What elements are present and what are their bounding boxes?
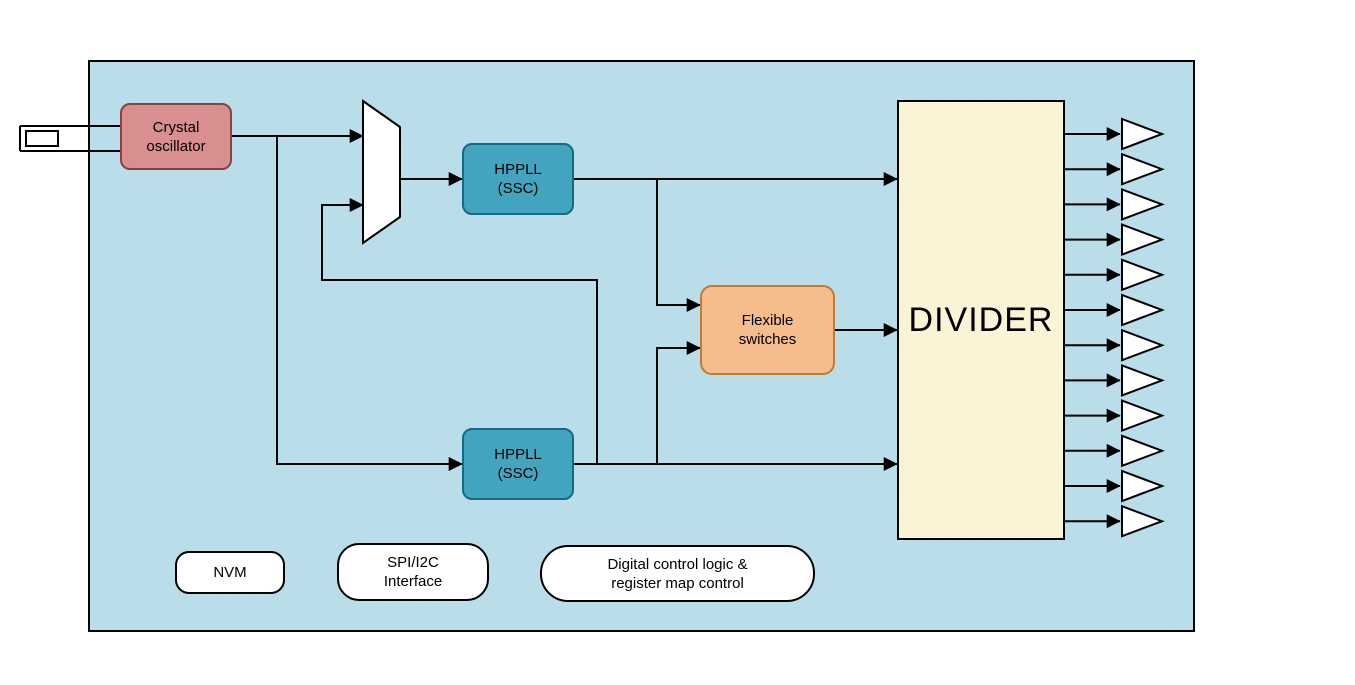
wire-hppll-bottom-to-switches bbox=[656, 341, 701, 464]
output-buffer-icon bbox=[1121, 328, 1165, 362]
nvm-label: NVM bbox=[213, 564, 247, 581]
hppll-bottom-label: (SSC) bbox=[497, 465, 539, 482]
crystal-oscillator-block: Crystal oscillator bbox=[120, 103, 232, 170]
spi-i2c-interface-block: SPI/I2C Interface bbox=[337, 543, 489, 601]
spi-i2c-label: Interface bbox=[383, 573, 443, 590]
mux-shape bbox=[362, 99, 401, 245]
output-buffer-icon bbox=[1121, 399, 1165, 433]
crystal-symbol bbox=[19, 125, 120, 152]
digital-control-block: Digital control logic & register map con… bbox=[540, 545, 815, 602]
nvm-block: NVM bbox=[175, 551, 285, 594]
output-buffer-icon bbox=[1121, 363, 1165, 397]
hppll-bottom-block: HPPLL (SSC) bbox=[462, 428, 574, 500]
output-buffer-icon bbox=[1121, 469, 1165, 503]
wire-feedback-to-mux bbox=[321, 198, 598, 464]
output-buffers bbox=[1065, 117, 1165, 538]
hppll-bottom-label: HPPLL bbox=[494, 446, 542, 463]
output-buffer-icon bbox=[1121, 117, 1165, 151]
output-buffer-icon bbox=[1121, 434, 1165, 468]
output-buffer-icon bbox=[1121, 504, 1165, 538]
digital-control-label: Digital control logic & bbox=[607, 555, 748, 573]
spi-i2c-label: SPI/I2C bbox=[387, 554, 439, 571]
output-buffer-icon bbox=[1121, 187, 1165, 221]
crystal-oscillator-label: oscillator bbox=[146, 137, 206, 155]
hppll-top-label: HPPLL bbox=[494, 161, 542, 178]
output-buffer-icon bbox=[1121, 293, 1165, 327]
wire-oscillator-to-hppll-bottom bbox=[276, 136, 463, 471]
hppll-top-label: (SSC) bbox=[497, 180, 539, 197]
output-buffer-icon bbox=[1121, 152, 1165, 186]
wire-hppll-top-to-switches bbox=[656, 179, 701, 312]
output-buffer-icon bbox=[1121, 223, 1165, 257]
digital-control-label: register map control bbox=[611, 574, 744, 592]
divider-block: DIVIDER bbox=[897, 100, 1065, 540]
flexible-switches-label: switches bbox=[738, 331, 797, 348]
flexible-switches-label: Flexible bbox=[741, 312, 794, 329]
crystal-body bbox=[25, 130, 59, 147]
divider-label: DIVIDER bbox=[908, 300, 1054, 339]
output-buffer-icon bbox=[1121, 258, 1165, 292]
crystal-oscillator-label: Crystal bbox=[152, 118, 200, 136]
flexible-switches-block: Flexible switches bbox=[700, 285, 835, 375]
hppll-top-block: HPPLL (SSC) bbox=[462, 143, 574, 215]
